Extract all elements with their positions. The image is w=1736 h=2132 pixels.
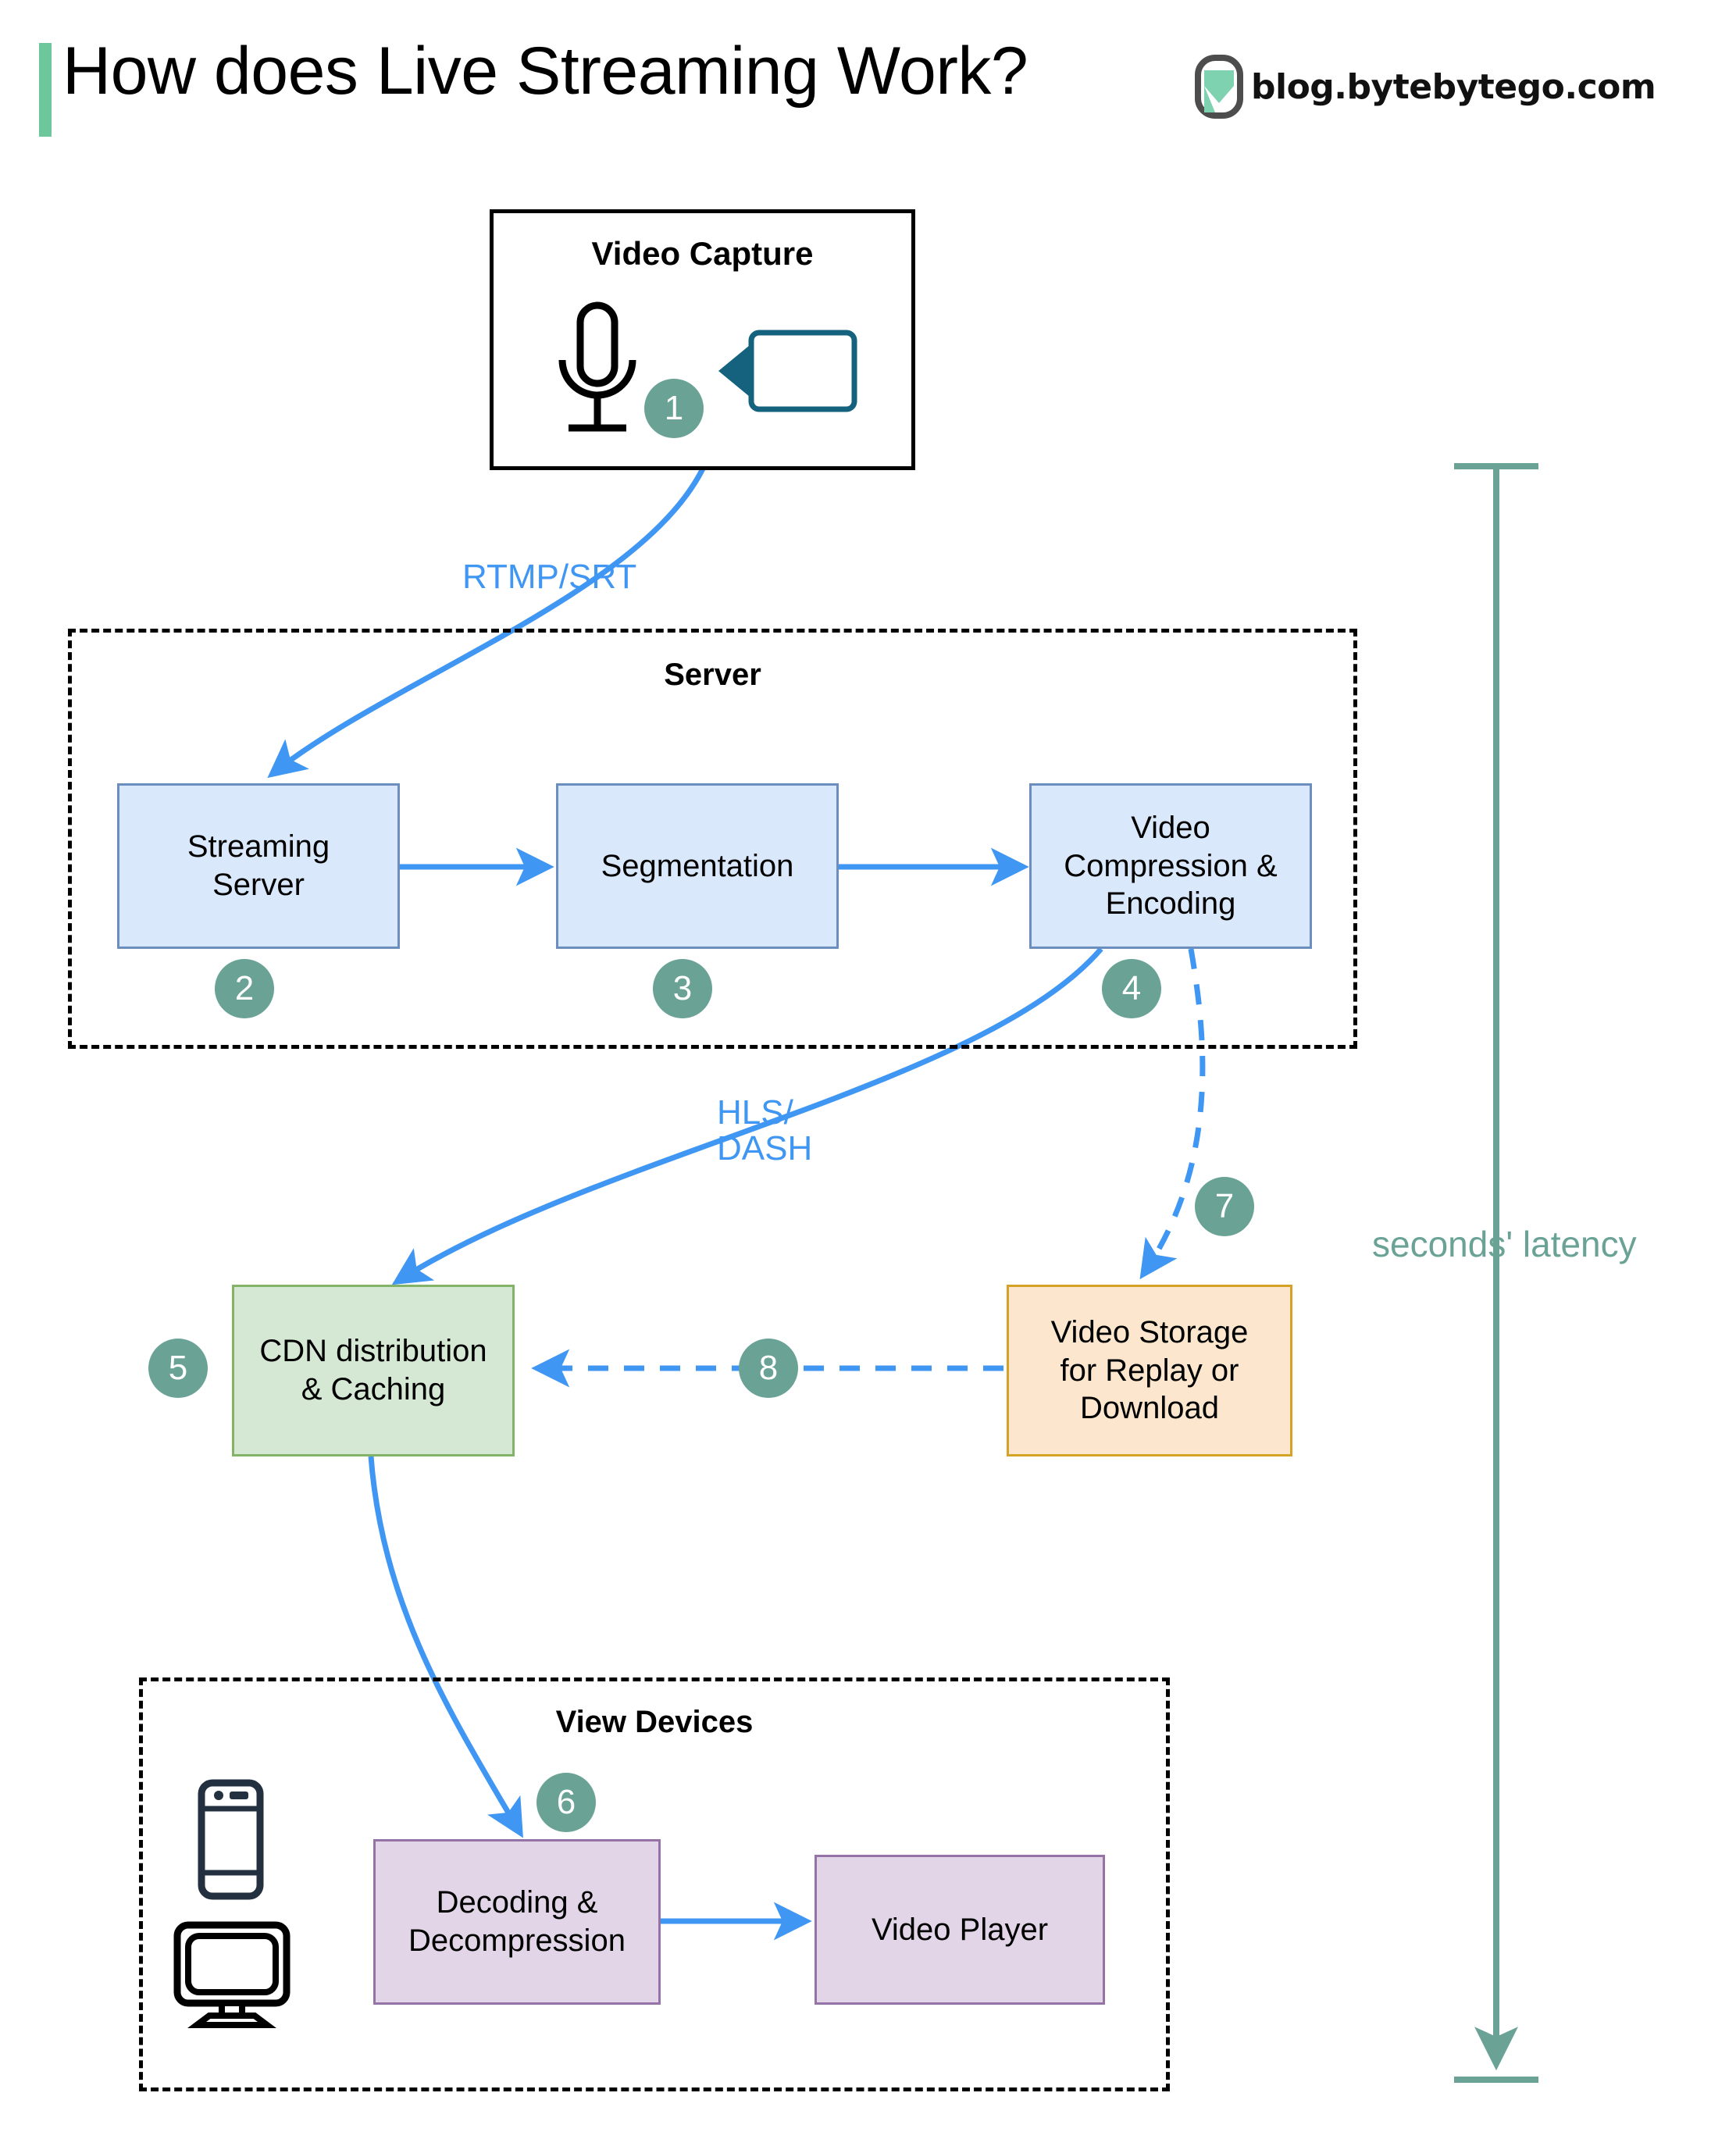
smartphone-icon — [198, 1779, 264, 1900]
view-devices-title: View Devices — [555, 1705, 754, 1739]
microphone-icon — [558, 301, 636, 432]
edge-label-rtmp-srt: RTMP/SRT — [462, 558, 637, 596]
node-video-compression[interactable]: Video Compression & Encoding — [1029, 783, 1312, 949]
latency-label: seconds' latency — [1372, 1224, 1637, 1264]
node-segmentation[interactable]: Segmentation — [556, 783, 839, 949]
step-circle-4: 4 — [1102, 959, 1161, 1018]
title-accent-bar — [39, 43, 52, 137]
page-title: How does Live Streaming Work? — [62, 34, 1028, 109]
node-video-player[interactable]: Video Player — [815, 1855, 1105, 2005]
edge-label-hls-dash: HLS/ DASH — [717, 1093, 813, 1168]
step-circle-5: 5 — [148, 1339, 208, 1398]
node-video-storage[interactable]: Video Storage for Replay or Download — [1007, 1285, 1292, 1456]
server-title: Server — [664, 658, 761, 692]
step-circle-6: 6 — [536, 1773, 596, 1832]
brand-text: blog.bytebytego.com — [1251, 66, 1656, 107]
node-streaming-server[interactable]: Streaming Server — [117, 783, 400, 949]
brand-badge: blog.bytebytego.com — [1195, 55, 1656, 119]
node-decoding[interactable]: Decoding & Decompression — [373, 1839, 661, 2005]
step-circle-3: 3 — [653, 959, 712, 1018]
desktop-monitor-icon — [173, 1921, 291, 2028]
video-capture-title: Video Capture — [591, 235, 814, 272]
step-circle-8: 8 — [739, 1339, 798, 1398]
bytebytego-logo-icon — [1195, 55, 1243, 119]
video-camera-icon — [718, 330, 857, 412]
step-circle-1: 1 — [644, 379, 704, 438]
view-devices-container: View Devices — [139, 1677, 1170, 2091]
step-circle-7: 7 — [1195, 1177, 1254, 1236]
step-circle-2: 2 — [215, 959, 274, 1018]
node-cdn[interactable]: CDN distribution & Caching — [232, 1285, 515, 1456]
server-container: Server — [68, 629, 1357, 1049]
